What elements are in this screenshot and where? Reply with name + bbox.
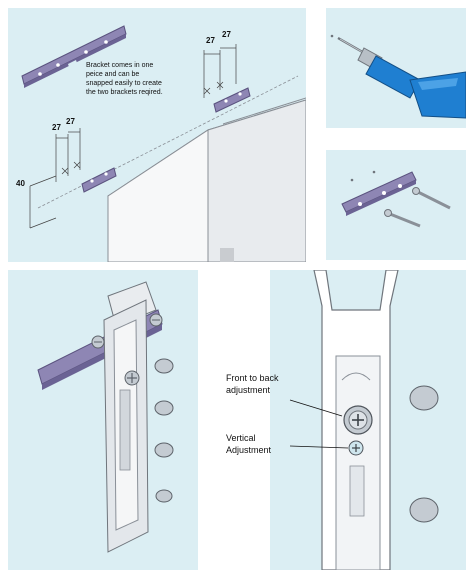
panel-drill <box>326 8 466 128</box>
roller-icon <box>154 442 174 458</box>
bracket-note-line-4: the two brackets reqired. <box>86 89 163 96</box>
dimension-label-27-b: 27 <box>222 30 231 39</box>
mounting-screw-icon <box>149 313 163 327</box>
panel-hanger-assembly <box>8 270 198 570</box>
screw-icon <box>384 209 421 228</box>
vertical-adjustment-overlay-line-2: Adjustment <box>226 445 272 455</box>
bracket-strip-full <box>21 25 127 88</box>
adjustment-screw-icon <box>124 370 140 386</box>
vertical-screw-icon <box>348 440 364 456</box>
mounting-screw-icon <box>91 335 105 349</box>
dimension-label-27-a: 27 <box>206 36 215 45</box>
dimension-label-40: 40 <box>16 179 25 188</box>
panel-adjustment-detail: Front to back adjustment Vertical Adjust… <box>270 270 466 570</box>
bracket-right <box>213 87 251 113</box>
cabinet-illustration <box>107 97 306 262</box>
bracket-note-line-1: Bracket comes in one <box>86 62 153 69</box>
front-to-back-screw-icon <box>343 405 373 435</box>
bracket-note-line-2: peice and can be <box>86 71 139 78</box>
vertical-adjustment-overlay-line-1: Vertical <box>226 433 256 443</box>
panel-screws <box>326 150 466 260</box>
dimension-label-27-c: 27 <box>52 123 61 132</box>
bracket-note-line-3: snapped easily to create <box>86 80 162 87</box>
dimension-lines-lower <box>29 128 81 229</box>
bracket-with-screws <box>341 171 417 216</box>
roller-icon <box>154 358 174 374</box>
panel-bracket-layout: Bracket comes in one peice and can be sn… <box>8 8 306 262</box>
bracket-left <box>81 167 117 193</box>
roller-icon <box>409 385 439 411</box>
dimension-lines-upper <box>203 44 237 98</box>
roller-icon <box>409 497 439 523</box>
drill-icon <box>330 34 466 119</box>
bracket-note: Bracket comes in one peice and can be sn… <box>86 62 164 96</box>
dimension-label-27-d: 27 <box>66 117 75 126</box>
screw-icon <box>412 187 451 210</box>
roller-icon <box>154 400 174 416</box>
roller-icon <box>155 489 173 503</box>
